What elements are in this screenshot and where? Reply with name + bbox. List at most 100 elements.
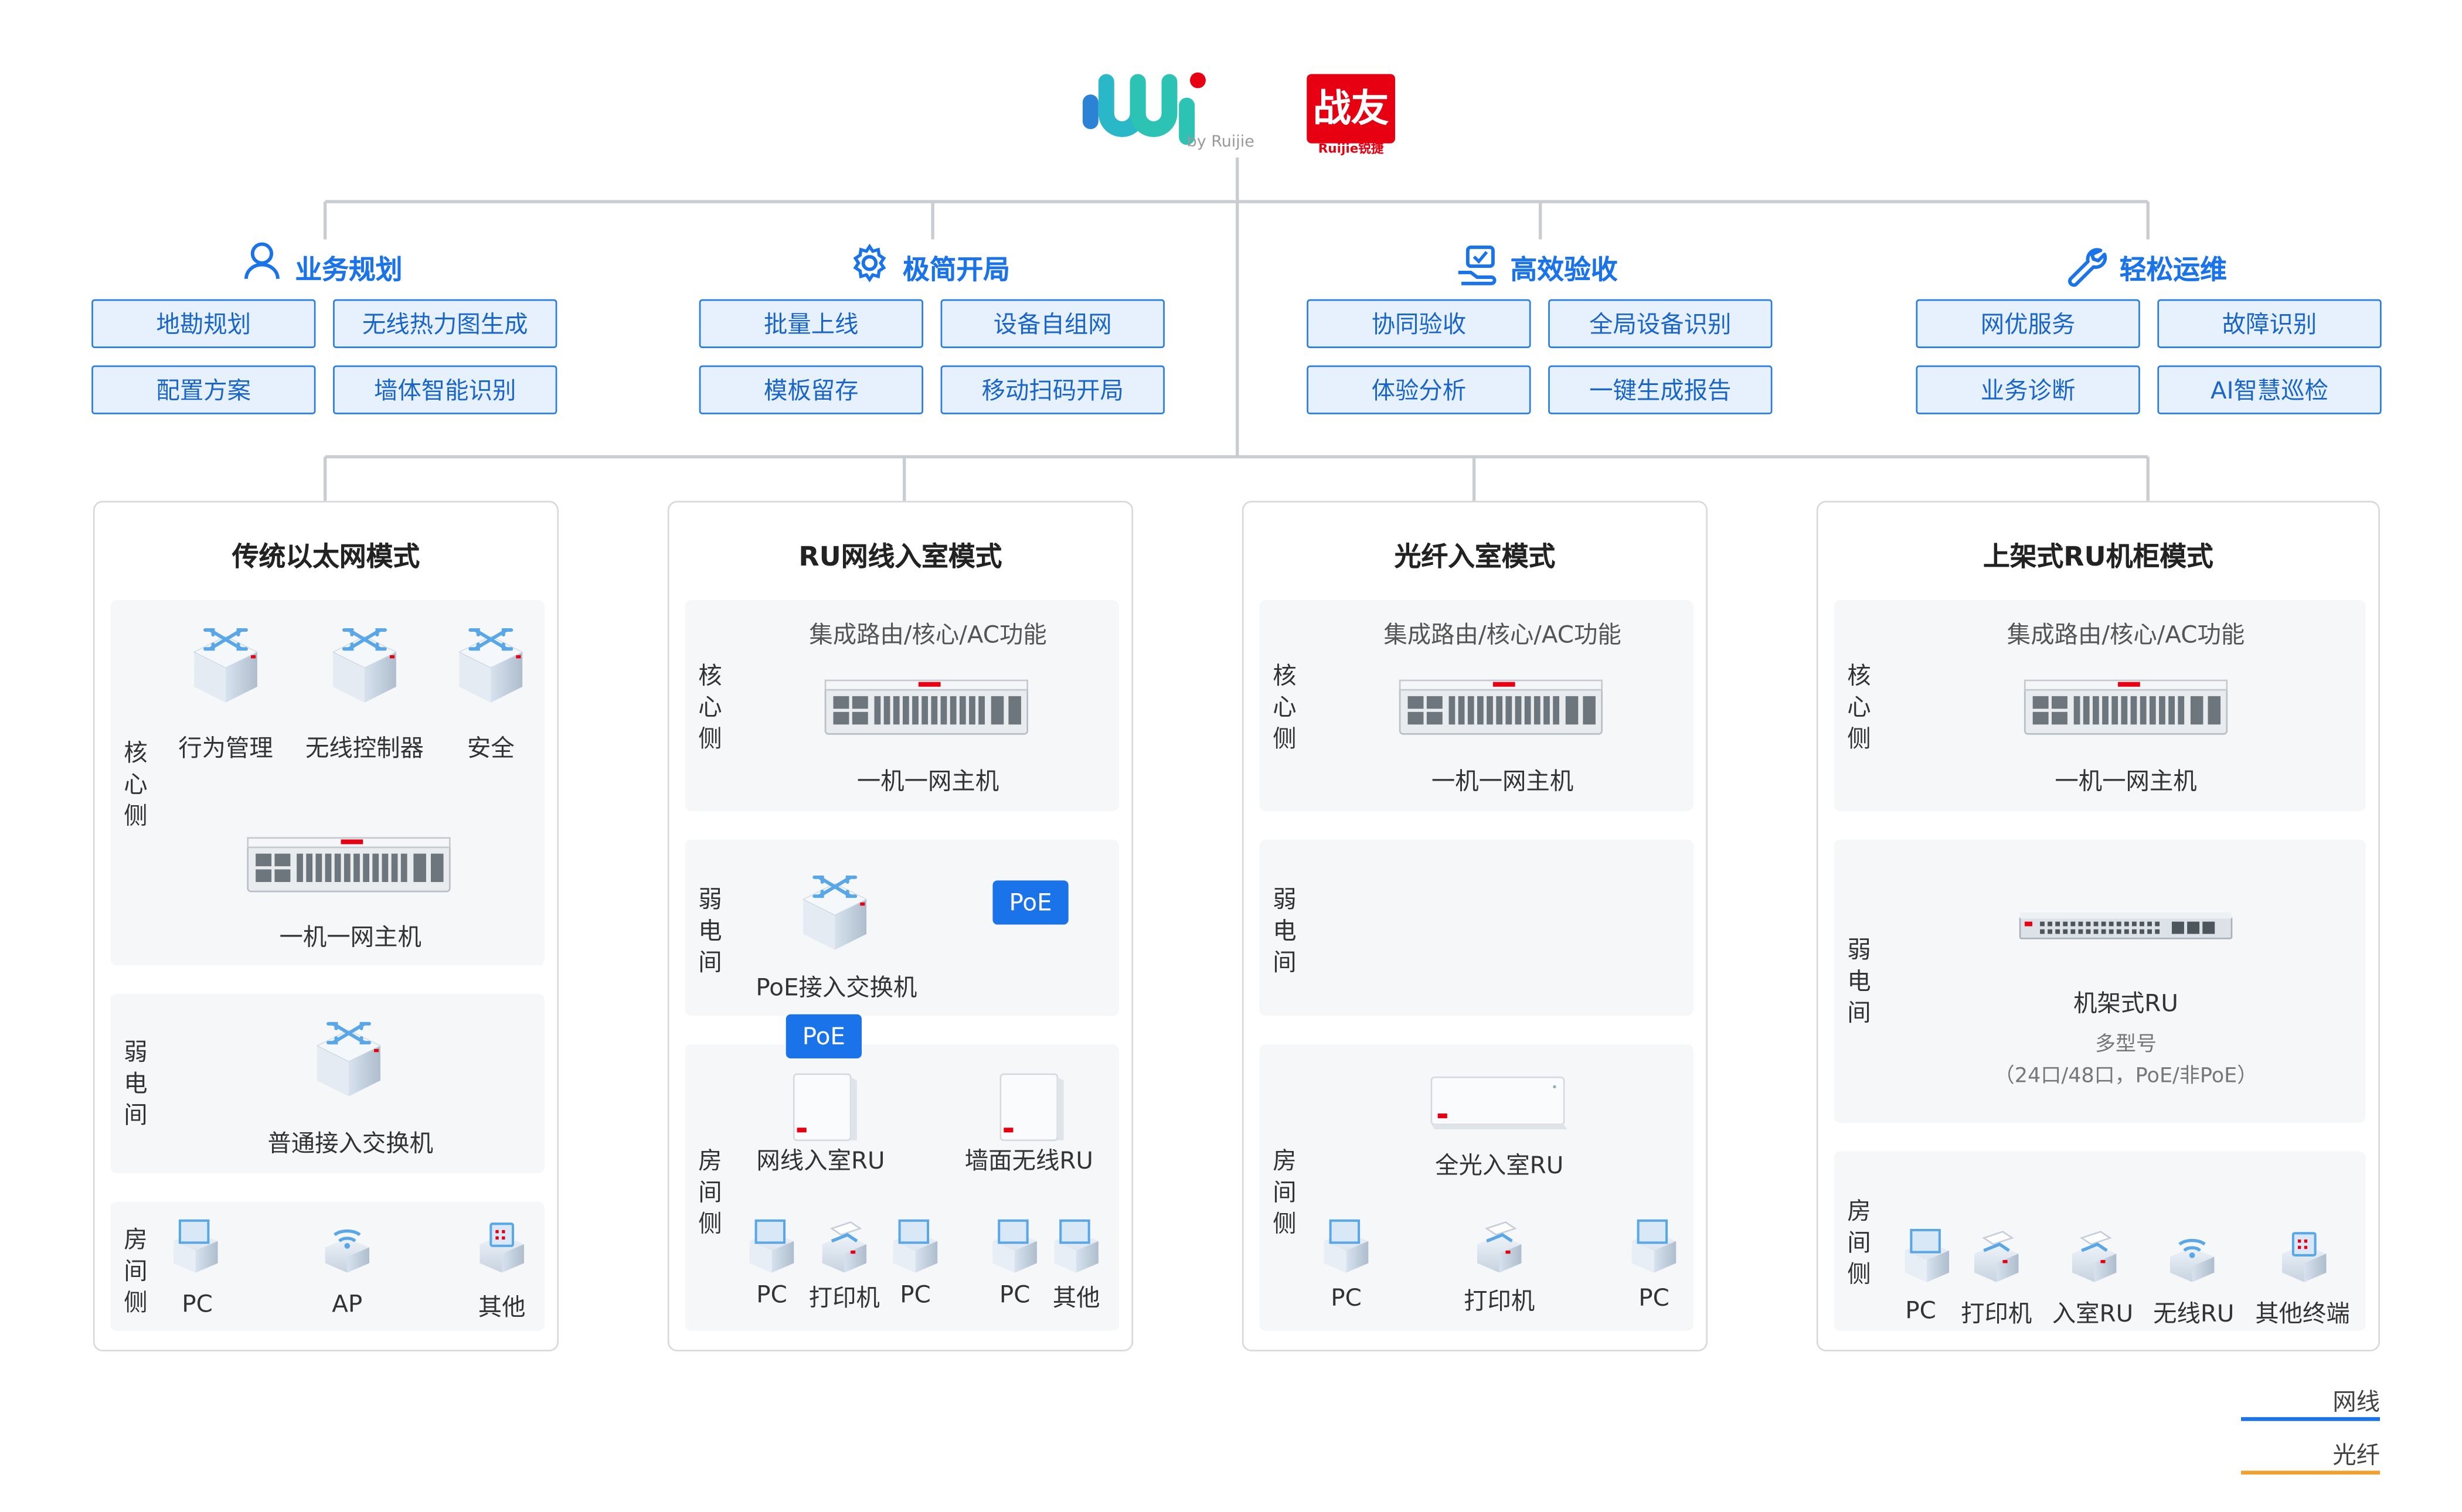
terminal-label: 打印机 xyxy=(808,1283,880,1312)
gear-icon xyxy=(853,243,886,282)
capability-item[interactable]: 批量上线 xyxy=(699,299,923,348)
capability-item[interactable]: 无线热力图生成 xyxy=(333,299,557,348)
capability-item[interactable]: 故障识别 xyxy=(2157,299,2382,348)
rack-ru-label: 机架式RU xyxy=(2073,989,2178,1018)
terminal-label: 打印机 xyxy=(1961,1299,2032,1328)
zhanyou-logo-sub: Ruijie锐捷 xyxy=(1318,141,1384,156)
rack-ru-sublabel: （24口/48口，PoE/非PoE） xyxy=(1994,1064,2258,1089)
side-label-room: 房间侧 xyxy=(1847,1197,1871,1289)
capability-item[interactable]: 墙体智能识别 xyxy=(333,365,557,414)
side-label-core: 核心侧 xyxy=(124,738,148,830)
terminal-label: 其他终端 xyxy=(2255,1299,2350,1328)
panel-title: 光纤入室模式 xyxy=(1394,542,1556,574)
capability-item[interactable]: 体验分析 xyxy=(1307,365,1531,414)
side-label-room: 房间侧 xyxy=(1273,1146,1297,1238)
other-terminal-icon xyxy=(470,1216,533,1279)
core-function-label: 集成路由/核心/AC功能 xyxy=(809,620,1047,649)
capability-item[interactable]: 协同验收 xyxy=(1307,299,1531,348)
host-label: 一机一网主机 xyxy=(1431,767,1574,796)
fiber-ru-icon xyxy=(1429,1071,1570,1135)
mode-panel-ru-cable: RU网线入室模式 核心侧 弱电间 房间侧 xyxy=(667,500,1134,1351)
side-label-room: 房间侧 xyxy=(698,1146,722,1238)
switch-icon xyxy=(795,861,875,956)
capability-title: 极简开局 xyxy=(902,255,1011,287)
capability-item[interactable]: 移动扫码开局 xyxy=(940,365,1165,414)
indoor-ru-icon xyxy=(2063,1225,2126,1289)
ru-label: 墙面无线RU xyxy=(964,1146,1093,1175)
wi-logo: by Ruijie xyxy=(1080,66,1254,161)
pc-icon xyxy=(740,1216,804,1279)
host-device-icon xyxy=(246,835,451,898)
side-label-core: 核心侧 xyxy=(1273,661,1297,753)
terminal-label: AP xyxy=(332,1290,363,1319)
host-device-icon xyxy=(1398,677,1603,741)
side-label-core: 核心侧 xyxy=(1847,661,1871,753)
poe-badge: PoE xyxy=(992,880,1069,925)
printer-icon xyxy=(813,1216,876,1279)
core-function-label: 集成路由/核心/AC功能 xyxy=(1383,620,1621,649)
rack-ru-sublabel: 多型号 xyxy=(2095,1033,2157,1057)
capability-item[interactable]: AI智慧巡检 xyxy=(2157,365,2382,414)
host-label: 一机一网主机 xyxy=(856,767,999,796)
capability-title: 业务规划 xyxy=(295,255,403,287)
side-label-weak: 弱电间 xyxy=(1847,935,1871,1027)
legend-cable-label: 网线 xyxy=(2332,1387,2381,1416)
poe-badge: PoE xyxy=(785,1014,862,1058)
host-device-icon xyxy=(2024,677,2229,741)
terminal-label: PC xyxy=(1331,1283,1362,1312)
other-terminal-icon xyxy=(2273,1225,2336,1289)
device-label: 安全 xyxy=(467,734,515,762)
side-label-weak: 弱电间 xyxy=(124,1038,148,1129)
capability-item[interactable]: 地勘规划 xyxy=(91,299,316,348)
device-label: 无线控制器 xyxy=(305,734,424,762)
terminal-label: 其他 xyxy=(1052,1283,1100,1312)
capability-item[interactable]: 配置方案 xyxy=(91,365,316,414)
other-terminal-icon xyxy=(1045,1216,1108,1279)
hand-check-icon xyxy=(1458,245,1497,285)
zone-weak xyxy=(1834,839,2366,1123)
capability-title: 轻松运维 xyxy=(2119,255,2227,287)
capability-item[interactable]: 一键生成报告 xyxy=(1548,365,1773,414)
pc-icon xyxy=(1895,1225,1958,1289)
capability-item[interactable]: 设备自组网 xyxy=(940,299,1165,348)
switch-icon xyxy=(325,614,404,709)
capability-item[interactable]: 业务诊断 xyxy=(1916,365,2140,414)
printer-icon xyxy=(1965,1225,2028,1289)
capability-item[interactable]: 模板留存 xyxy=(699,365,923,414)
panel-title: 上架式RU机柜模式 xyxy=(1983,542,2213,574)
terminal-label: PC xyxy=(182,1290,213,1319)
device-label: 行为管理 xyxy=(178,734,273,762)
terminal-label: PC xyxy=(900,1280,931,1309)
logo-by-text: by Ruijie xyxy=(1186,134,1254,151)
terminal-label: 入室RU xyxy=(2052,1299,2134,1328)
terminal-label: PC xyxy=(1905,1296,1936,1325)
zone-weak xyxy=(1259,839,1694,1016)
switch-icon xyxy=(310,1008,389,1102)
pc-icon xyxy=(1623,1216,1686,1279)
mode-panel-fiber: 光纤入室模式 核心侧 弱电间 房间侧 xyxy=(1242,500,1708,1351)
host-label: 一机一网主机 xyxy=(2055,767,2197,796)
access-switch-label: 普通接入交换机 xyxy=(267,1129,434,1158)
zhanyou-logo: 战友 Ruijie锐捷 xyxy=(1307,74,1395,156)
ru-label: 全光入室RU xyxy=(1435,1151,1564,1180)
ap-icon xyxy=(315,1216,379,1279)
capability-item[interactable]: 网优服务 xyxy=(1916,299,2140,348)
switch-icon xyxy=(451,614,531,709)
terminal-label: 打印机 xyxy=(1464,1286,1535,1316)
zhanyou-logo-text: 战友 xyxy=(1307,74,1395,144)
wrench-icon xyxy=(2068,248,2107,287)
capability-title: 高效验收 xyxy=(1510,255,1618,287)
pc-icon xyxy=(164,1216,227,1279)
side-label-core: 核心侧 xyxy=(698,661,722,753)
wireless-ru-icon xyxy=(2161,1225,2224,1289)
poe-switch-label: PoE接入交换机 xyxy=(756,973,917,1002)
core-function-label: 集成路由/核心/AC功能 xyxy=(2007,620,2245,649)
terminal-label: 无线RU xyxy=(2153,1299,2235,1328)
wi-logo-mark-icon xyxy=(1082,72,1206,145)
capability-item[interactable]: 全局设备识别 xyxy=(1548,299,1773,348)
wall-ru-icon xyxy=(991,1068,1070,1146)
panel-title: 传统以太网模式 xyxy=(232,542,420,574)
panel-title: RU网线入室模式 xyxy=(798,542,1002,574)
printer-icon xyxy=(1468,1216,1531,1279)
